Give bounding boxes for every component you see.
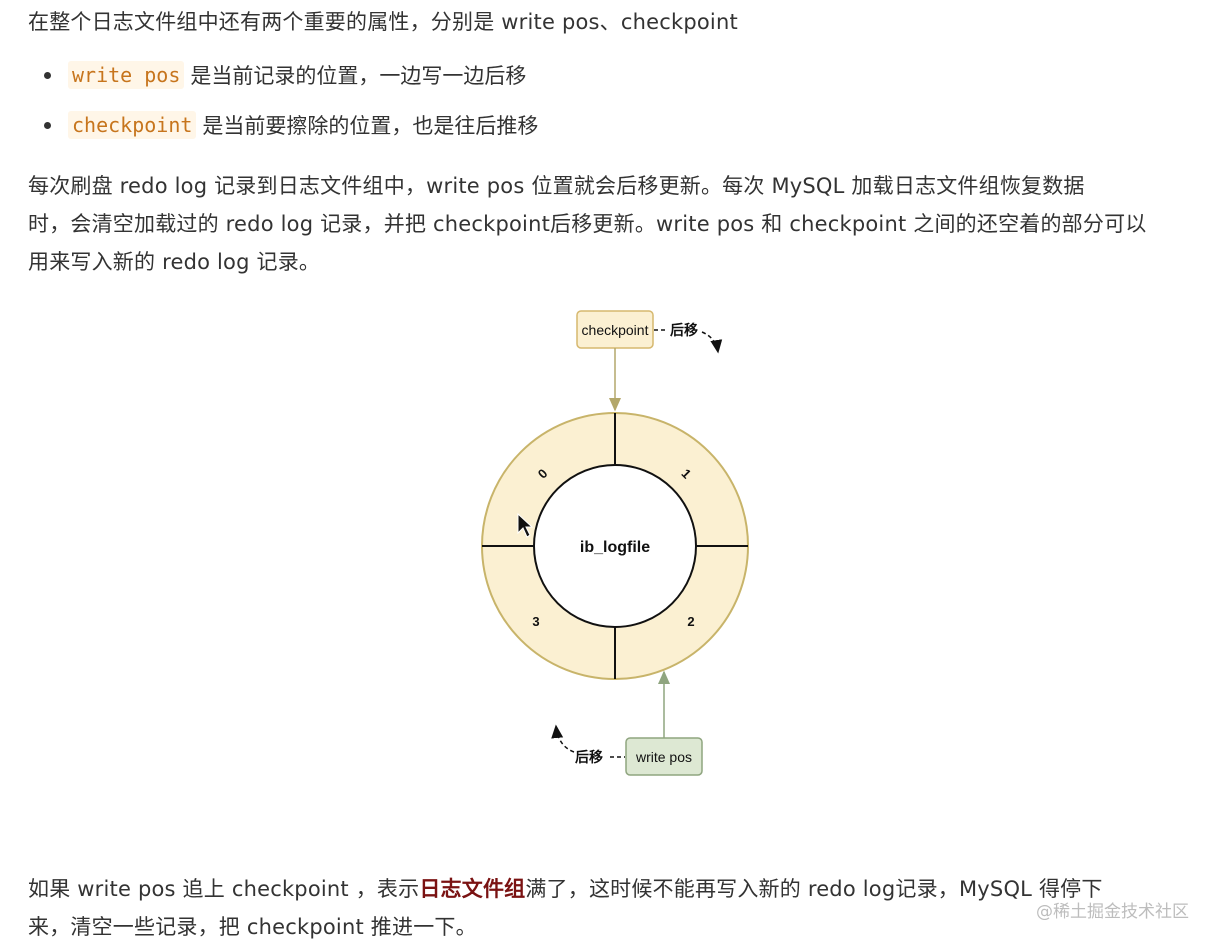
conclusion-line-2: 来，清空一些记录，把 checkpoint 推进一下。 (28, 915, 477, 939)
code-checkpoint: checkpoint (68, 111, 197, 139)
center-label: ib_logfile (580, 539, 650, 556)
bullet-icon (44, 121, 51, 129)
intro-text: 在整个日志文件组中还有两个重要的属性，分别是 write pos、checkpo… (28, 10, 738, 34)
code-write-pos: write pos (68, 61, 185, 89)
conclusion-text: 满了，这时候不能再写入新的 redo log记录，MySQL 得停下 (525, 877, 1103, 901)
checkpoint-move-arrow (701, 331, 723, 354)
paragraph-line-1: 每次刷盘 redo log 记录到日志文件组中，write pos 位置就会后移… (28, 174, 1085, 198)
list-item-text: 是当前记录的位置，一边写一边后移 (190, 64, 527, 88)
paragraph-line-2: 时，会清空加载过的 redo log 记录，并把 checkpoint后移更新。… (28, 212, 1147, 236)
paragraph-line-3: 用来写入新的 redo log 记录。 (28, 250, 321, 274)
checkpoint-move-label: 后移 (670, 322, 698, 338)
conclusion-line-1: 如果 write pos 追上 checkpoint ，表示日志文件组满了，这时… (28, 873, 1103, 903)
list-item-text: 是当前要擦除的位置，也是往后推移 (202, 114, 539, 138)
mouse-cursor-icon (517, 512, 534, 538)
bullet-icon (44, 71, 51, 79)
segment-label-3: 3 (532, 614, 539, 629)
checkpoint-label: checkpoint (582, 322, 649, 338)
segment-label-2: 2 (687, 614, 694, 629)
write-pos-move-arrow (551, 724, 575, 753)
write-pos-move-label: 后移 (575, 749, 603, 765)
conclusion-text: 如果 write pos 追上 checkpoint ，表示 (28, 877, 420, 901)
conclusion-highlight: 日志文件组 (419, 877, 526, 901)
list-item-write-pos: write pos 是当前记录的位置，一边写一边后移 (44, 60, 526, 90)
watermark: @稀土掘金技术社区 (1036, 902, 1189, 922)
write-pos-label: write pos (635, 749, 692, 765)
list-item-checkpoint: checkpoint 是当前要擦除的位置，也是往后推移 (44, 110, 538, 140)
